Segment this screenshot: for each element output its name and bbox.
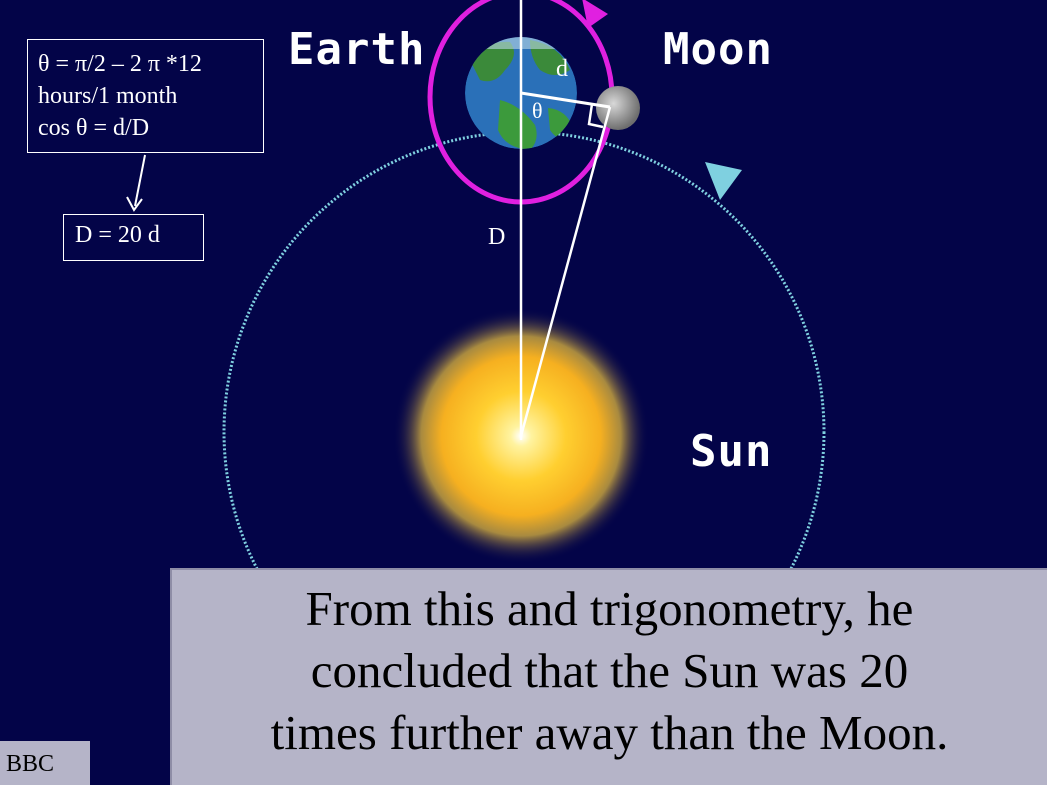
- formula-box: θ = π/2 – 2 π *12 hours/1 month cos θ = …: [27, 39, 264, 153]
- sun-label: Sun: [690, 426, 773, 477]
- moon-label: Moon: [663, 24, 773, 75]
- moon: [596, 86, 640, 130]
- caption-line: From this and trigonometry, he: [305, 581, 914, 636]
- formula-line: θ = π/2 – 2 π *12: [38, 51, 202, 77]
- earth-label: Earth: [288, 24, 426, 75]
- result-box: D = 20 d: [63, 214, 204, 261]
- formula-line: hours/1 month: [38, 83, 178, 109]
- caption-line: concluded that the Sun was 20: [310, 643, 909, 698]
- caption-line: times further away than the Moon.: [270, 705, 949, 760]
- earth-moon-distance-label: d: [556, 56, 568, 82]
- angle-label: θ: [532, 98, 543, 123]
- orbit-direction-arrow: [705, 162, 742, 200]
- formula-arrow-head: [126, 196, 143, 212]
- sun-moon-line: [519, 106, 612, 437]
- right-angle-marker: [587, 103, 604, 129]
- earth-moon-line: [520, 91, 611, 109]
- earth-sun-distance-label: D: [488, 224, 506, 250]
- credit-label: BBC: [0, 741, 90, 785]
- formula-line: cos θ = d/D: [38, 115, 150, 141]
- moon-orbit-arrow: [582, 0, 608, 28]
- formula-arrow-line: [134, 154, 146, 207]
- caption-panel: From this and trigonometry, he concluded…: [170, 568, 1047, 785]
